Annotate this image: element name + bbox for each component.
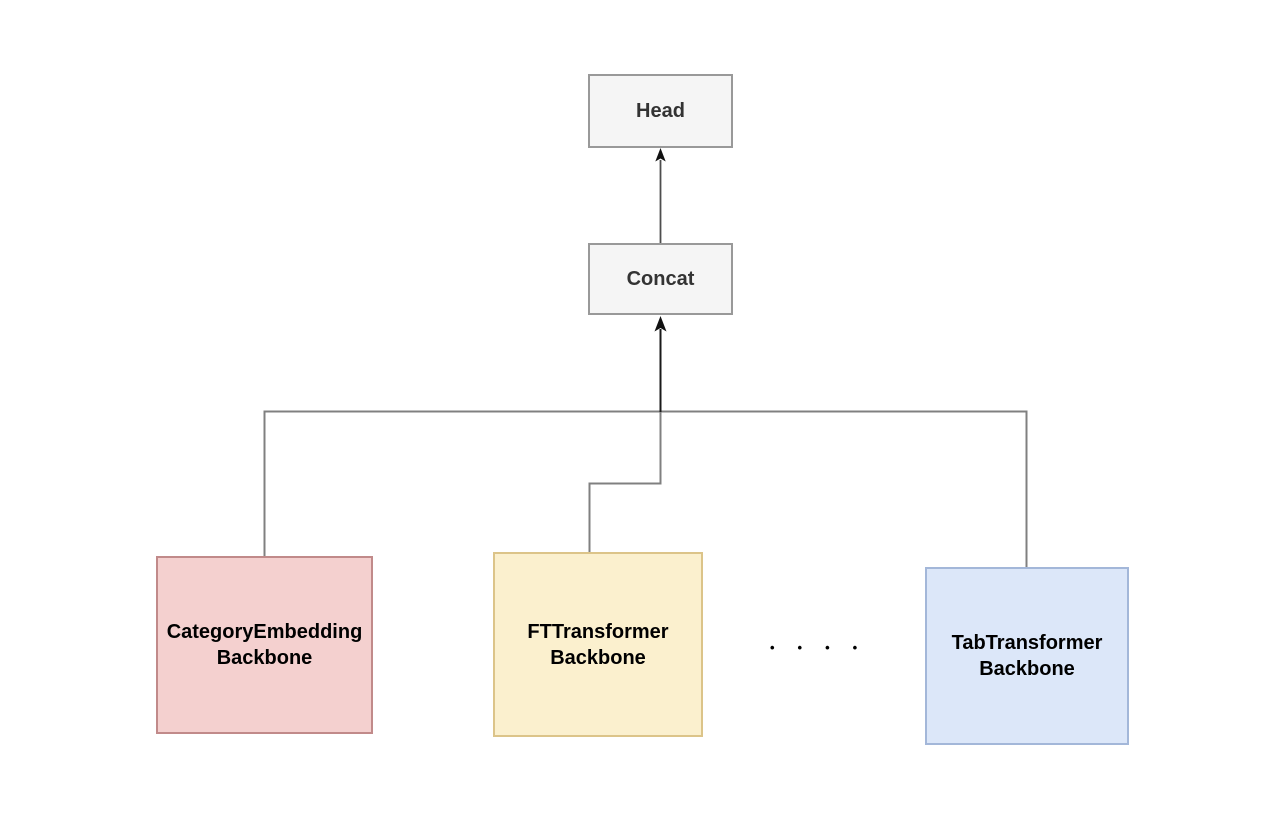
node-tab-transformer-backbone: TabTransformer Backbone: [925, 567, 1129, 745]
edge-backbones-bus-line: [263, 410, 1028, 567]
node-category-embedding-backbone-label: CategoryEmbedding Backbone: [166, 621, 363, 669]
node-concat: Concat: [588, 243, 733, 315]
arrowhead-to-concat: [654, 316, 667, 332]
node-ft-transformer-backbone-label: FTTransformer Backbone: [527, 620, 669, 669]
edge-ft-transformer-line: [588, 411, 662, 552]
node-concat-label: Concat: [626, 268, 695, 290]
node-head-label: Head: [636, 100, 685, 122]
node-category-embedding-backbone: CategoryEmbedding Backbone: [156, 556, 373, 734]
node-tab-transformer-backbone-label: TabTransformer Backbone: [951, 632, 1103, 680]
arrowhead-to-head: [655, 148, 666, 162]
node-ft-transformer-backbone: FTTransformer Backbone: [493, 552, 703, 737]
more-backbones-ellipsis: ••••: [770, 640, 881, 655]
node-head: Head: [588, 74, 733, 148]
